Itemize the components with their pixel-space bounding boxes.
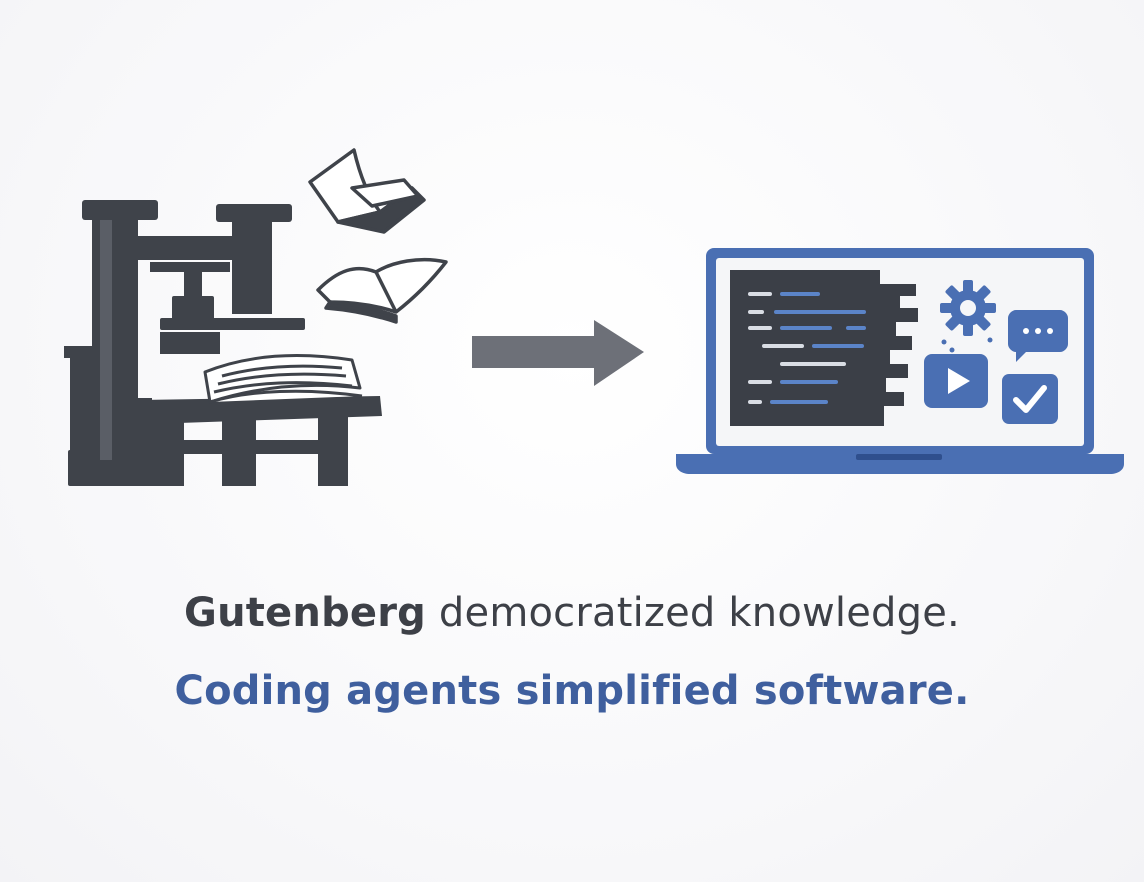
code-lines (748, 292, 866, 404)
caption-gutenberg: Gutenberg democratized knowledge. (0, 590, 1144, 636)
laptop-code-icon (676, 248, 1124, 474)
caption-coding-agents: Coding agents simplified software. (174, 668, 970, 714)
caption-gutenberg-bold: Gutenberg (184, 590, 426, 636)
printing-press-icon (64, 200, 382, 486)
play-icon (924, 354, 988, 408)
open-book-icon (203, 354, 363, 404)
caption-gutenberg-rest: democratized knowledge. (426, 590, 960, 636)
arrow-right-icon (472, 320, 644, 386)
checkmark-icon (1002, 374, 1058, 424)
chat-bubble-icon (1008, 310, 1068, 362)
gear-icon (940, 280, 996, 336)
illustration (64, 148, 1124, 486)
flying-pages-icon (308, 148, 448, 324)
